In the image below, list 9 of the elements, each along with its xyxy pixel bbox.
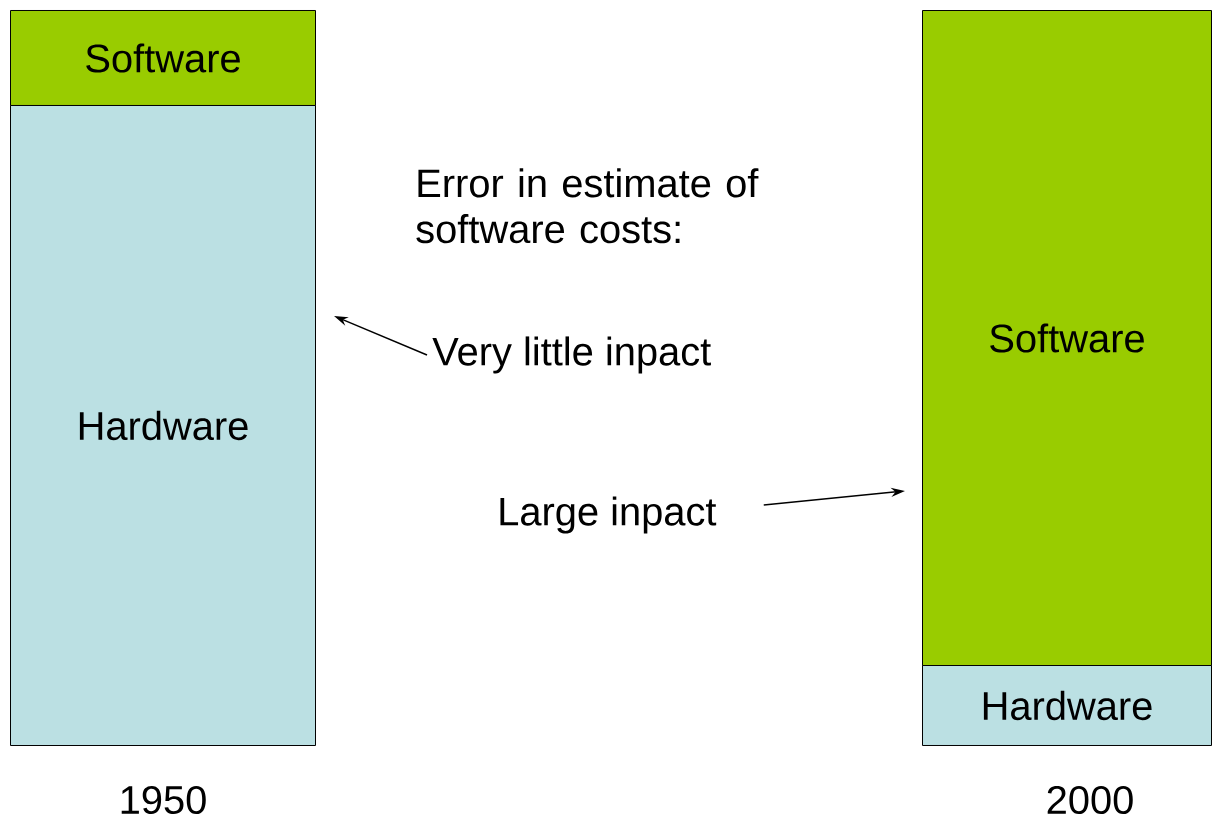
- bar-segment: Hardware: [922, 665, 1212, 746]
- year-label: 2000: [1047, 785, 1133, 815]
- annotation-text: Very little inpact: [432, 336, 711, 374]
- caption-text: Error in estimate of software costs:: [416, 168, 759, 244]
- annotation-text: Large inpact: [500, 496, 717, 534]
- year-label: 1950: [121, 785, 206, 815]
- bar-segment: Software: [922, 10, 1212, 666]
- bar-segment: Software: [10, 10, 316, 106]
- bar-segment: Hardware: [10, 105, 316, 746]
